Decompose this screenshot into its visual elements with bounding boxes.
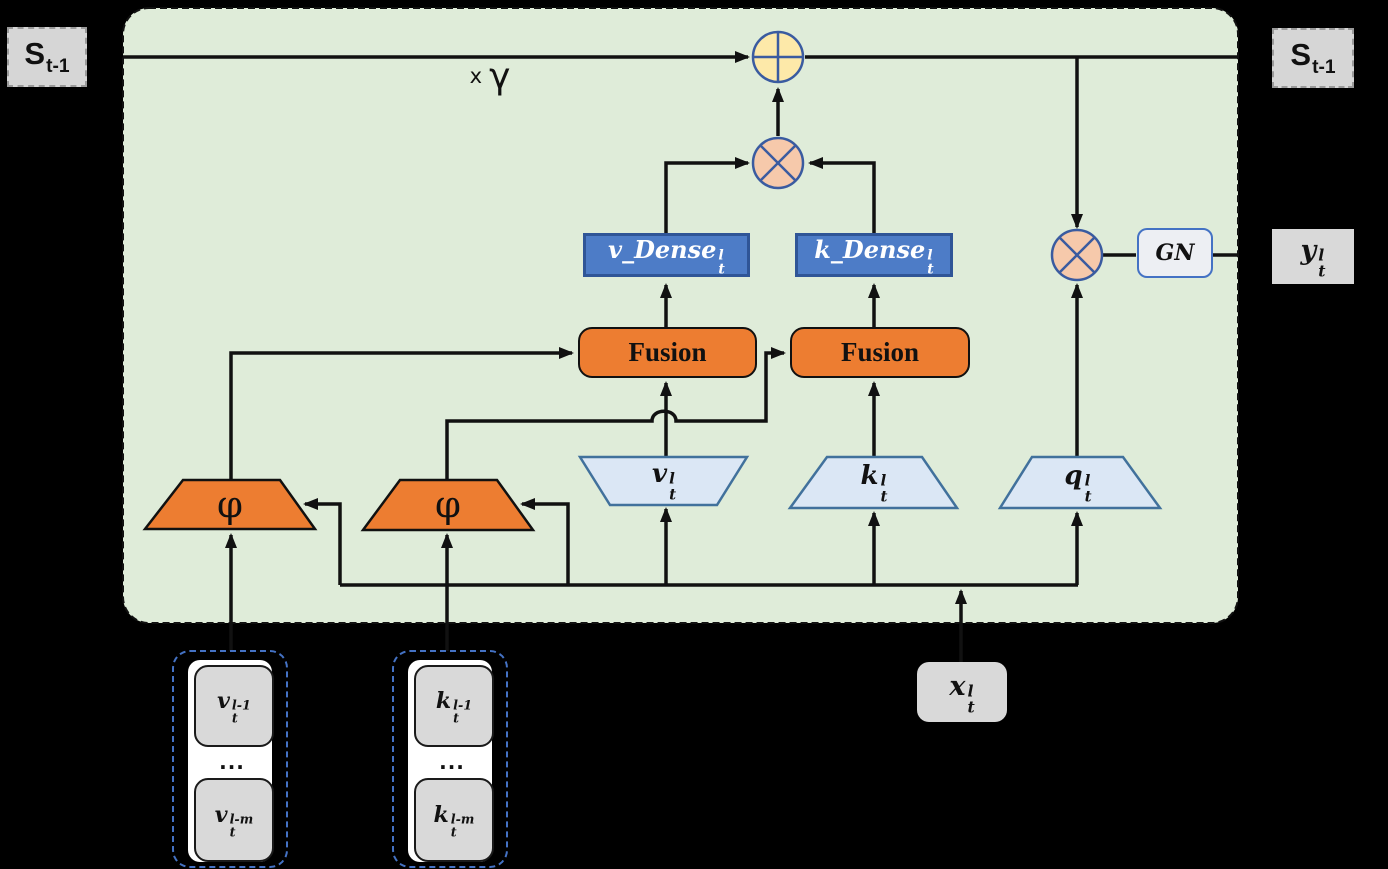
- arrow-bus-to-phiv: [303, 498, 342, 585]
- fusion-k-box: Fusion: [790, 327, 970, 378]
- q-proj-trapezoid: [997, 455, 1163, 510]
- gn-box: GN: [1137, 228, 1213, 278]
- recurrent-block-panel: [122, 7, 1239, 624]
- k-proj-trapezoid: [787, 455, 960, 510]
- add-op: [751, 30, 805, 84]
- v-stack-ellipsis: ...: [219, 750, 245, 774]
- k-stack-ellipsis: ...: [439, 750, 465, 774]
- phi-v-trapezoid: [142, 478, 318, 531]
- fusion-v-box: Fusion: [578, 327, 757, 378]
- multiply-op-output: [1050, 228, 1104, 282]
- arrow-kdense-to-multiply: [808, 157, 876, 233]
- gamma-gate-label: x γ: [450, 55, 530, 97]
- state-out-label: St-1: [1272, 28, 1354, 88]
- multiply-op-kv: [751, 136, 805, 190]
- arrow-vdense-to-multiply: [664, 157, 750, 233]
- state-in-label: St-1: [7, 27, 87, 87]
- gamma-symbol: γ: [489, 55, 511, 97]
- arrow-bus-to-phik: [520, 498, 570, 585]
- v-proj-trapezoid: [577, 455, 750, 507]
- arrow-phiv-to-fusionv: [229, 347, 574, 480]
- multiply-sign: x: [469, 64, 483, 88]
- phi-k-trapezoid: [360, 478, 536, 532]
- phi-k-label: φ: [435, 482, 461, 526]
- phi-v-label: φ: [217, 482, 243, 526]
